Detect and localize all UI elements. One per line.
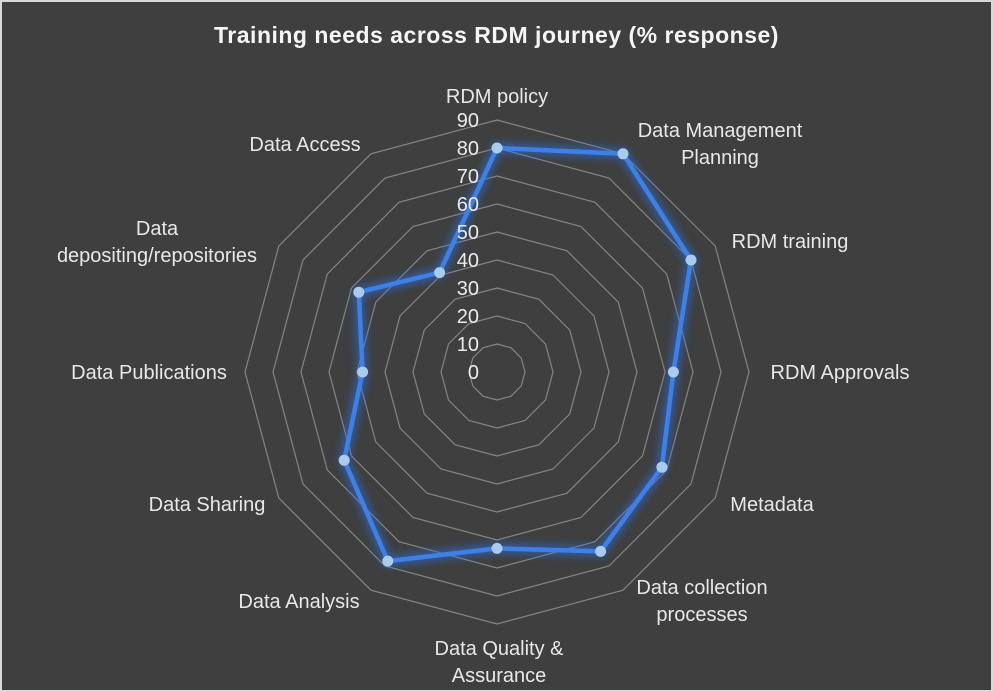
category-label-line: RDM training [732, 231, 849, 253]
axis-tick-80: 80 [457, 138, 479, 160]
axis-tick-10: 10 [457, 334, 479, 356]
grid-ring-10 [468, 343, 526, 401]
category-label-8: Data Sharing [149, 494, 266, 516]
axis-tick-20: 20 [457, 306, 479, 328]
category-label-4: Metadata [730, 494, 814, 516]
category-label-line: Data collection [636, 577, 767, 599]
category-label-line: Data Sharing [149, 494, 266, 516]
chart-title: Training needs across RDM journey (% res… [214, 22, 779, 48]
axis-tick-30: 30 [457, 278, 479, 300]
category-label-line: Data Access [249, 134, 360, 156]
category-label-line: depositing/repositories [57, 245, 257, 267]
data-point-6 [491, 542, 503, 554]
category-label-line: Data Management [638, 120, 803, 142]
axis-tick-60: 60 [457, 194, 479, 216]
category-label-10: Data depositing/repositories [57, 218, 257, 267]
axis-tick-50: 50 [457, 222, 479, 244]
data-point-10 [353, 286, 365, 298]
grid-ring-50 [356, 231, 638, 513]
data-point-9 [357, 366, 369, 378]
grid-ring-70 [300, 175, 694, 569]
grid-ring-40 [384, 259, 610, 485]
data-point-11 [434, 267, 446, 279]
data-point-7 [382, 555, 394, 567]
category-label-line: Metadata [730, 494, 814, 516]
category-label-9: Data Publications [71, 362, 227, 384]
grid-ring-90 [244, 119, 750, 625]
category-label-3: RDM Approvals [771, 362, 910, 384]
category-label-line: Data Analysis [238, 591, 359, 613]
data-series [338, 142, 697, 567]
category-label-0: RDM policy [446, 86, 548, 108]
axis-tick-90: 90 [457, 110, 479, 132]
category-label-11: Data Access [249, 134, 360, 156]
data-point-8 [338, 454, 350, 466]
axis-tick-40: 40 [457, 250, 479, 272]
category-label-6: Data Quality & Assurance [435, 638, 565, 687]
category-label-2: RDM training [732, 231, 849, 253]
data-point-3 [667, 366, 679, 378]
grid-ring-30 [412, 287, 582, 457]
category-label-line: Data [136, 218, 179, 240]
axis-tick-labels: 0 10 20 30 40 50 60 70 80 90 [457, 110, 479, 384]
category-label-7: Data Analysis [238, 591, 359, 613]
category-label-5: Data collection processes [636, 577, 767, 626]
data-point-5 [595, 545, 607, 557]
data-point-2 [685, 254, 697, 266]
axis-tick-70: 70 [457, 166, 479, 188]
category-label-line: Assurance [452, 665, 547, 687]
grid-ring-20 [440, 315, 554, 429]
data-point-1 [617, 148, 629, 160]
grid-ring-60 [328, 203, 666, 541]
data-point-0 [491, 142, 503, 154]
category-label-line: Data Quality & [435, 638, 565, 660]
data-point-4 [656, 461, 668, 473]
category-label-line: RDM policy [446, 86, 548, 108]
category-label-line: Planning [681, 147, 759, 169]
category-label-line: processes [656, 604, 747, 626]
grid-ring-80 [272, 147, 722, 597]
category-label-line: Data Publications [71, 362, 227, 384]
category-label-line: RDM Approvals [771, 362, 910, 384]
axis-tick-0: 0 [468, 362, 479, 384]
